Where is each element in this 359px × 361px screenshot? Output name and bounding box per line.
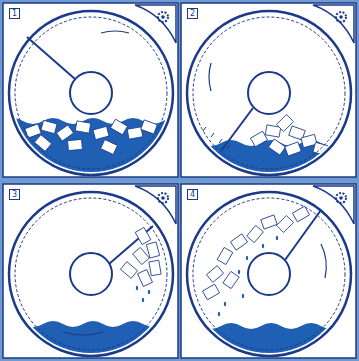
callout-box: 4 — [187, 189, 198, 200]
callout-number: 4 — [190, 190, 195, 199]
callout-number: 2 — [190, 9, 195, 18]
callout-box: 3 — [9, 189, 20, 200]
callout-number: 1 — [12, 9, 17, 18]
callout-number: 3 — [12, 190, 17, 199]
callout-box: 1 — [9, 8, 20, 19]
callout-box: 2 — [187, 8, 198, 19]
